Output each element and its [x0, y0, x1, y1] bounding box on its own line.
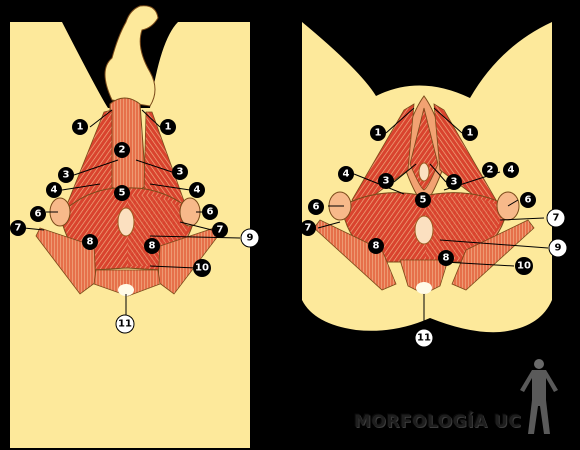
label-8: 8 — [82, 234, 98, 250]
label-6: 6 — [30, 206, 46, 222]
svg-text:3: 3 — [383, 176, 390, 187]
label-6: 6 — [520, 192, 536, 208]
label-3: 3 — [378, 173, 394, 189]
left-leaders — [23, 109, 241, 316]
label-7: 7 — [212, 222, 228, 238]
svg-text:1: 1 — [375, 128, 382, 139]
svg-text:4: 4 — [194, 185, 201, 196]
right-vaginal-opening — [418, 162, 430, 182]
label-1: 1 — [462, 125, 478, 141]
svg-text:2: 2 — [119, 145, 126, 156]
label-7: 7 — [10, 220, 26, 236]
svg-text:3: 3 — [63, 170, 70, 181]
svg-text:1: 1 — [165, 122, 172, 133]
svg-text:6: 6 — [525, 195, 532, 206]
label-11: 11 — [414, 328, 434, 348]
label-8: 8 — [368, 238, 384, 254]
svg-text:7: 7 — [305, 223, 312, 234]
left-labels: 1 1 2 3 3 4 4 5 6 6 7 7 8 8 9 10 11 — [10, 119, 260, 334]
label-6: 6 — [202, 204, 218, 220]
left-coccyx-tip — [118, 284, 134, 296]
label-4: 4 — [189, 182, 205, 198]
svg-text:7: 7 — [15, 223, 22, 234]
svg-text:4: 4 — [508, 165, 515, 176]
svg-text:4: 4 — [343, 169, 350, 180]
svg-text:1: 1 — [77, 122, 84, 133]
svg-text:3: 3 — [177, 167, 184, 178]
label-3: 3 — [58, 167, 74, 183]
svg-text:6: 6 — [207, 207, 214, 218]
label-1: 1 — [72, 119, 88, 135]
svg-text:10: 10 — [195, 263, 209, 274]
svg-text:8: 8 — [149, 241, 156, 252]
label-4: 4 — [46, 182, 62, 198]
svg-text:9: 9 — [247, 233, 254, 244]
label-9: 9 — [240, 228, 260, 248]
right-coccyx-tip — [416, 282, 432, 294]
label-5: 5 — [114, 185, 130, 201]
label-5: 5 — [415, 192, 431, 208]
svg-text:4: 4 — [51, 185, 58, 196]
svg-text:5: 5 — [420, 195, 427, 206]
svg-text:8: 8 — [443, 253, 450, 264]
svg-text:8: 8 — [373, 241, 380, 252]
label-4: 4 — [503, 162, 519, 178]
right-labels: 1 1 2 3 3 4 4 5 6 6 7 7 8 8 9 10 11 — [300, 125, 568, 348]
svg-text:3: 3 — [451, 177, 458, 188]
human-figure-icon — [520, 359, 558, 434]
brand-watermark: MORFOLOGÍA UC — [354, 412, 522, 432]
label-3: 3 — [172, 164, 188, 180]
svg-text:5: 5 — [119, 188, 126, 199]
label-11: 11 — [115, 314, 135, 334]
right-anus — [414, 215, 434, 245]
label-10: 10 — [193, 259, 211, 277]
label-4: 4 — [338, 166, 354, 182]
svg-text:8: 8 — [87, 237, 94, 248]
label-8: 8 — [438, 250, 454, 266]
label-1: 1 — [370, 125, 386, 141]
label-1: 1 — [160, 119, 176, 135]
left-penis — [104, 5, 159, 107]
label-2: 2 — [114, 142, 130, 158]
label-8: 8 — [144, 238, 160, 254]
label-7: 7 — [546, 208, 566, 228]
svg-text:11: 11 — [417, 333, 431, 344]
right-vulva-inner — [409, 107, 439, 191]
svg-text:7: 7 — [553, 213, 560, 224]
label-3: 3 — [446, 174, 462, 190]
svg-text:7: 7 — [217, 225, 224, 236]
svg-text:6: 6 — [313, 202, 320, 213]
right-leaders — [317, 107, 549, 328]
label-7: 7 — [300, 220, 316, 236]
svg-text:10: 10 — [517, 261, 531, 272]
left-coccyx — [93, 269, 161, 297]
svg-text:6: 6 — [35, 209, 42, 220]
right-diagram — [302, 22, 552, 333]
right-buttock-ligament-r — [451, 219, 535, 291]
label-2: 2 — [482, 162, 498, 178]
label-9: 9 — [548, 238, 568, 258]
svg-text:1: 1 — [467, 128, 474, 139]
svg-text:11: 11 — [118, 319, 132, 330]
left-anus — [117, 207, 135, 237]
label-10: 10 — [515, 257, 533, 275]
svg-text:2: 2 — [487, 165, 494, 176]
label-6: 6 — [308, 199, 324, 215]
svg-text:9: 9 — [555, 243, 562, 254]
